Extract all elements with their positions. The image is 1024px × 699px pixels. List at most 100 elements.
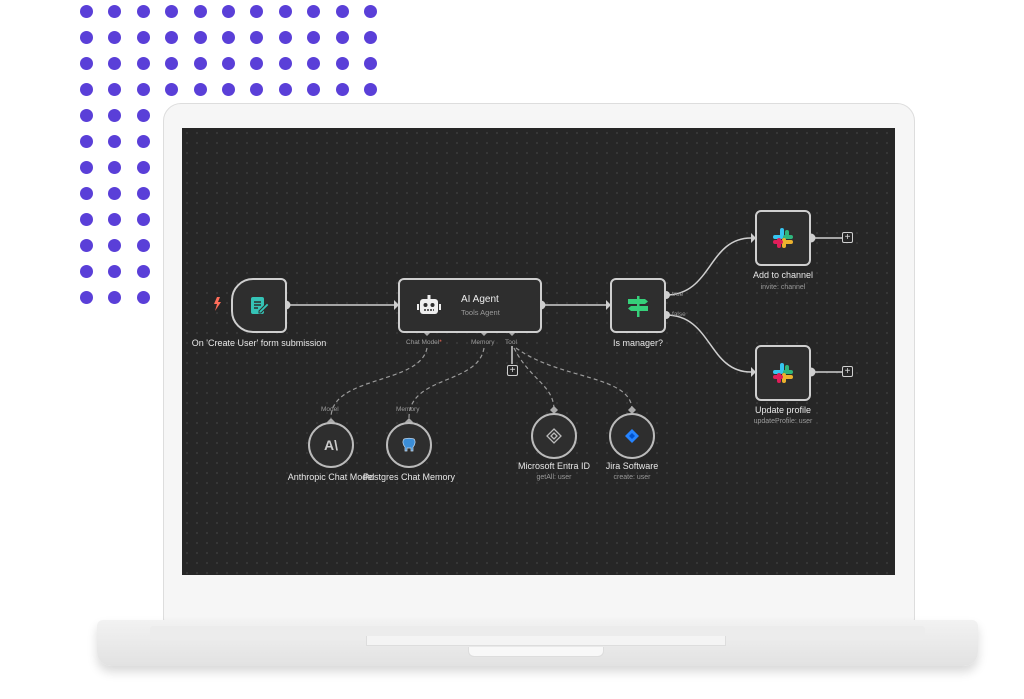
slack-icon [773, 363, 793, 383]
port-chat-model: Chat Model* [406, 339, 442, 346]
decorative-dot [80, 83, 93, 96]
decorative-dot [222, 5, 235, 18]
node-label: On 'Create User' form submission [191, 338, 327, 348]
decorative-dot [364, 5, 377, 18]
node-subtitle: getAll: user [536, 474, 572, 481]
decorative-dot [307, 57, 321, 70]
add-tool-button[interactable]: + [507, 365, 518, 376]
node-subtitle: updateProfile: user [753, 418, 813, 425]
decorative-dot [80, 265, 93, 278]
decorative-dot [136, 31, 150, 44]
decorative-dot [250, 57, 264, 70]
decorative-dot [108, 239, 122, 252]
decorative-dot [335, 83, 349, 96]
node-label: Update profile [754, 405, 812, 415]
decorative-dot [136, 83, 150, 96]
decorative-dot [193, 57, 207, 70]
decorative-dot [165, 5, 179, 18]
decorative-dot [307, 5, 321, 18]
decorative-dot [136, 109, 150, 122]
decorative-dot [165, 57, 179, 70]
decorative-dot [222, 31, 235, 44]
node-form-trigger[interactable] [231, 278, 287, 333]
decorative-dot [80, 135, 93, 148]
node-label: Is manager? [612, 338, 664, 348]
node-add-to-channel[interactable] [755, 210, 811, 266]
decorative-dot [307, 31, 321, 44]
decorative-dot [136, 5, 150, 18]
decorative-dot [80, 161, 93, 174]
postgres-elephant-icon [402, 437, 416, 452]
robot-icon [417, 294, 441, 314]
entra-id-icon [546, 428, 562, 444]
decorative-dot [364, 31, 377, 44]
add-node-button[interactable]: + [842, 366, 853, 377]
node-jira[interactable] [609, 413, 655, 459]
decorative-dot [80, 187, 93, 200]
decorative-dot [165, 31, 179, 44]
signpost-icon [628, 295, 648, 317]
node-label: Postgres Chat Memory [362, 472, 456, 482]
decorative-dot [108, 135, 122, 148]
node-subtitle: invite: channel [760, 284, 806, 291]
port-tool: Tool [505, 339, 517, 346]
decorative-dot [250, 83, 264, 96]
node-postgres[interactable] [386, 422, 432, 468]
decorative-dot [80, 5, 93, 18]
port-true: true [672, 291, 684, 298]
decorative-dot [165, 83, 179, 96]
decorative-dot [108, 213, 122, 226]
decorative-dot [108, 187, 122, 200]
form-icon [251, 296, 270, 314]
decorative-dot [80, 57, 93, 70]
slack-icon [773, 228, 793, 248]
node-entra[interactable] [531, 413, 577, 459]
decorative-dot [108, 31, 122, 44]
decorative-dot [278, 57, 292, 70]
decorative-dot [80, 31, 93, 44]
port-false: false [672, 311, 686, 318]
jira-icon [625, 429, 639, 443]
decorative-dot [364, 83, 377, 96]
decorative-dot [108, 291, 122, 304]
decorative-dot [193, 83, 207, 96]
anthropic-icon: A\ [324, 437, 338, 453]
node-update-profile[interactable] [755, 345, 811, 401]
decorative-dot [136, 135, 150, 148]
decorative-dot [136, 187, 150, 200]
decorative-dot [108, 83, 122, 96]
node-label: Anthropic Chat Model [287, 472, 375, 482]
decorative-dot [136, 239, 150, 252]
decorative-dot [136, 161, 150, 174]
decorative-dot [250, 31, 264, 44]
node-label: Microsoft Entra ID [517, 461, 591, 471]
decorative-dot [364, 57, 377, 70]
decorative-dot [108, 161, 122, 174]
node-anthropic[interactable]: A\ [308, 422, 354, 468]
node-title: AI Agent [461, 294, 499, 305]
node-label: Add to channel [752, 270, 814, 280]
port-memory: Memory [471, 339, 495, 346]
decorative-dot [222, 83, 235, 96]
decorative-dot [80, 291, 93, 304]
decorative-dot [136, 265, 150, 278]
decorative-dot [335, 57, 349, 70]
decorative-dot [108, 57, 122, 70]
decorative-dot [80, 213, 93, 226]
decorative-dot [108, 109, 122, 122]
decorative-dot [108, 265, 122, 278]
decorative-dot [108, 5, 122, 18]
decorative-dot [136, 291, 150, 304]
laptop-notch [468, 647, 604, 657]
decorative-dot [80, 239, 93, 252]
decorative-dot [335, 5, 349, 18]
laptop-keyboard [150, 626, 925, 640]
node-subtitle: create: user [613, 474, 651, 481]
decorative-dot [278, 31, 292, 44]
node-label: Jira Software [605, 461, 659, 471]
node-ai-agent[interactable]: AI Agent Tools Agent [398, 278, 542, 333]
decorative-dot [278, 83, 292, 96]
decorative-dot [222, 57, 235, 70]
add-node-button[interactable]: + [842, 232, 853, 243]
node-is-manager[interactable] [610, 278, 666, 333]
